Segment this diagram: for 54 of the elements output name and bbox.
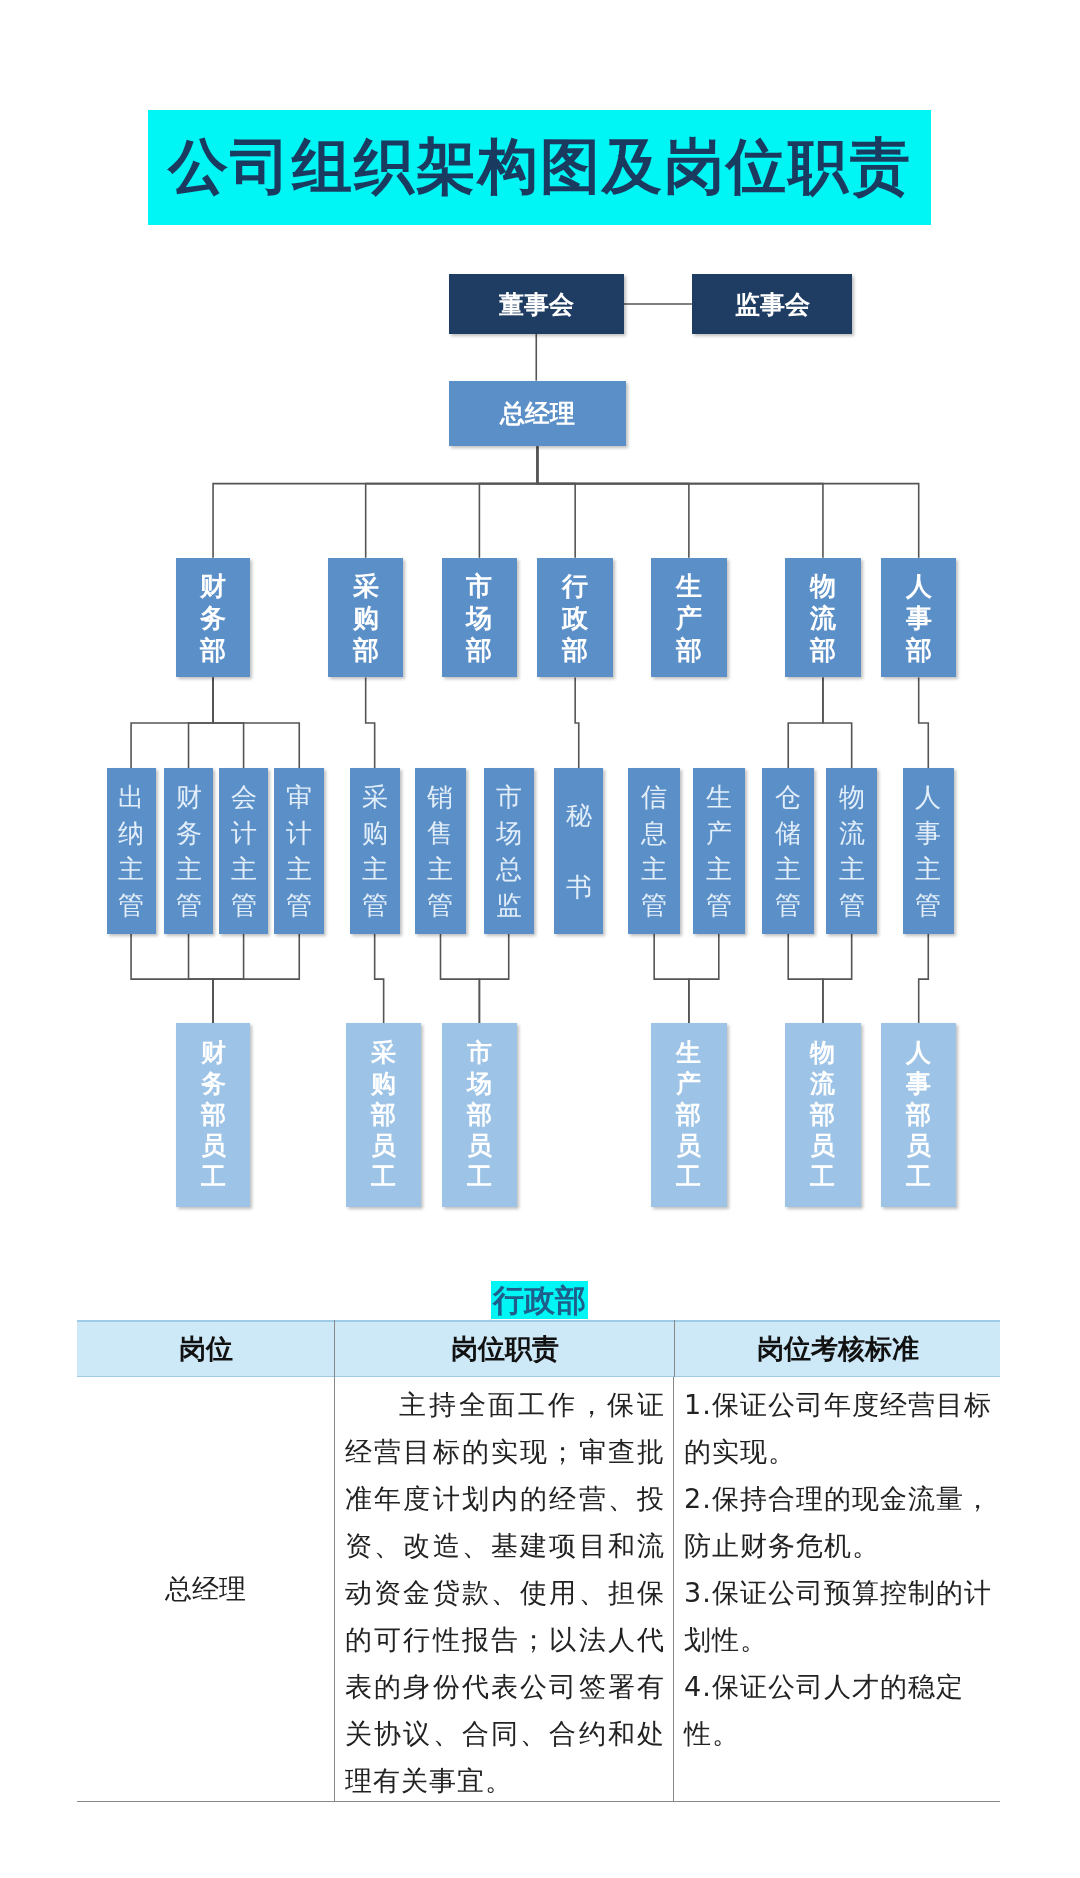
department-box: 财务部 [175, 557, 251, 678]
department-box: 行政部 [537, 557, 613, 678]
table-cell-text: 2.保持合理的现金流量，防止财务危机。 [684, 1482, 992, 1563]
position-box: 物流主管 [825, 768, 878, 934]
staff-box: 生产部员工 [651, 1023, 727, 1207]
connector-line [212, 676, 301, 770]
connector-line [822, 932, 853, 1025]
department-box: 物流部 [785, 557, 861, 678]
header-cell: 岗位职责 [334, 1320, 674, 1377]
title: 公司组织架构图及岗位职责 [148, 110, 931, 225]
department-box: 人事部 [881, 557, 957, 678]
position-box: 人事主管 [902, 768, 954, 934]
staff-box: 物流部员工 [785, 1023, 861, 1207]
connector-line [822, 676, 853, 770]
header-cell-text: 岗位 [177, 1331, 234, 1366]
table-cell: 主持全面工作，保证经营目标的实现；审查批准年度计划内的经营、投资、改造、基建项目和流动资金贷款、使用、担保的可行性报告；以法人代表的身份代表公司签署有关协议、合同、合约和处理有关事宜。 [334, 1377, 674, 1801]
position-box: 秘书 [554, 768, 604, 934]
position-box: 生产主管 [693, 768, 745, 934]
connector-line [364, 676, 376, 770]
position-box: 采购主管 [349, 768, 400, 934]
connector-line [536, 445, 920, 559]
top-box: 监事会 [691, 274, 853, 334]
top-box: 总经理 [448, 380, 626, 447]
department-box: 采购部 [327, 557, 404, 678]
position-box: 审计主管 [274, 768, 325, 934]
position-box: 仓储主管 [762, 768, 814, 934]
connector-line [373, 932, 385, 1025]
connector-line [574, 676, 580, 770]
table-heading: 行政部 [491, 1281, 588, 1319]
connector-line [917, 932, 930, 1025]
position-box: 市场总监 [483, 768, 534, 934]
staff-box: 市场部员工 [441, 1023, 518, 1207]
department-box: 生产部 [651, 557, 727, 678]
table-cell-text: 1.保证公司年度经营目标的实现。 [684, 1388, 992, 1469]
position-box: 会计主管 [219, 768, 269, 934]
position-box: 出纳主管 [106, 768, 156, 934]
department-box: 市场部 [441, 557, 518, 678]
staff-box: 采购部员工 [345, 1023, 422, 1207]
table-cell-text: 总经理 [164, 1572, 247, 1606]
table-cell-text: 3.保证公司预算控制的计划性。 [684, 1576, 992, 1657]
staff-box: 人事部员工 [881, 1023, 957, 1207]
connector-line [478, 932, 510, 1025]
position-box: 销售主管 [415, 768, 466, 934]
connector-line [212, 932, 301, 1025]
header-cell: 岗位考核标准 [674, 1320, 1000, 1377]
connector-line [688, 932, 720, 1025]
connector-line [622, 303, 693, 305]
position-box: 信息主管 [628, 768, 680, 934]
connector-line [535, 333, 538, 382]
table-cell-text: 4.保证公司人才的稳定性。 [684, 1670, 965, 1751]
staff-box: 财务部员工 [175, 1023, 251, 1207]
position-box: 财务主管 [164, 768, 214, 934]
connector-line [917, 676, 930, 770]
top-box: 董事会 [448, 274, 624, 334]
